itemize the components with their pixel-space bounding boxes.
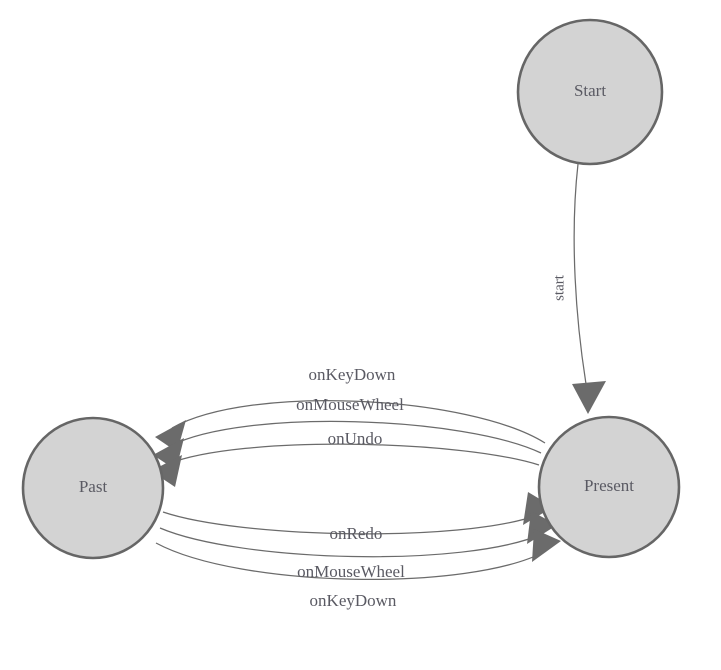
edge-present-to-past-onundo[interactable] xyxy=(151,443,540,487)
node-past[interactable]: Past xyxy=(21,416,165,560)
edge-path-present-past-2 xyxy=(169,420,542,454)
edge-label-onkeydown-bottom: onKeyDown xyxy=(310,591,397,610)
node-present[interactable]: Present xyxy=(537,415,681,559)
node-start[interactable]: Start xyxy=(516,18,664,166)
node-start-label: Start xyxy=(574,81,606,100)
node-present-label: Present xyxy=(584,476,634,495)
edge-path-present-past-3 xyxy=(167,443,540,466)
edge-start-to-present[interactable] xyxy=(572,163,606,414)
edge-path-past-present-1 xyxy=(162,511,539,535)
edge-path-past-present-2 xyxy=(159,527,543,558)
edge-label-onmousewheel-bottom: onMouseWheel xyxy=(297,562,405,581)
edge-label-start: start xyxy=(551,274,567,301)
edge-path-past-present-3 xyxy=(155,542,547,581)
edge-label-onredo: onRedo xyxy=(330,524,383,543)
arrow-head-present-past-3 xyxy=(151,455,182,487)
edge-path-present-past-1 xyxy=(171,400,546,444)
node-past-circle xyxy=(21,416,165,560)
node-start-circle xyxy=(516,18,664,166)
edge-past-to-present-onkeydown[interactable] xyxy=(155,529,561,581)
arrow-head-start xyxy=(572,381,606,414)
arrow-head-past-present-3 xyxy=(532,529,561,562)
edge-label-onkeydown-top: onKeyDown xyxy=(309,365,396,384)
edge-path-start xyxy=(573,163,589,397)
edge-label-onundo: onUndo xyxy=(328,429,383,448)
node-present-circle xyxy=(537,415,681,559)
node-past-label: Past xyxy=(79,477,108,496)
edge-label-onmousewheel-top: onMouseWheel xyxy=(296,395,404,414)
